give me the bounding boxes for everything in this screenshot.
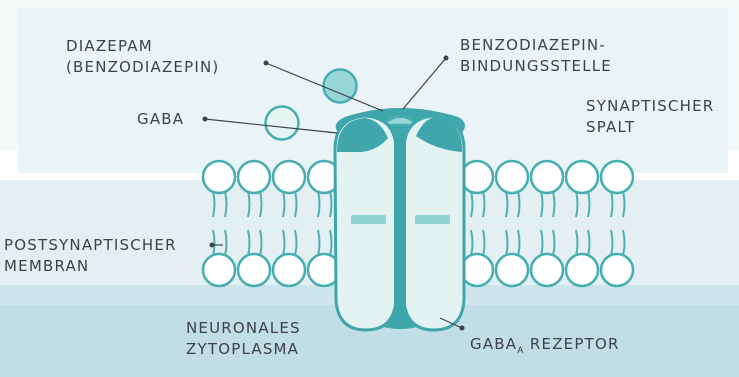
binding-site-label-line1: BENZODIAZEPIN- <box>460 36 606 54</box>
membrane-label-line1: POSTSYNAPTISCHER <box>4 236 177 254</box>
membrane-leader-dot <box>210 243 215 248</box>
lipid-head <box>566 254 598 286</box>
lipid-head <box>601 254 633 286</box>
synaptic-cleft-label-line1: SYNAPTISCHER <box>586 97 714 115</box>
lipid-head <box>273 161 305 193</box>
lipid-head <box>461 254 493 286</box>
lipid-head <box>203 161 235 193</box>
synaptic-cleft-label-line2: SPALT <box>586 118 635 136</box>
receptor-label: GABAA REZEPTOR <box>470 335 620 356</box>
lipid-head <box>566 161 598 193</box>
lipid-head <box>496 161 528 193</box>
receptor-left-mark <box>351 215 386 224</box>
diazepam-label-line1: DIAZEPAM <box>66 37 153 55</box>
cytoplasm-label-line2: ZYTOPLASMA <box>186 340 299 358</box>
lipid-head <box>203 254 235 286</box>
cytoplasm-label-line1: NEURONALES <box>186 319 301 337</box>
lipid-head <box>273 254 305 286</box>
lipid-head <box>238 254 270 286</box>
lipid-head <box>601 161 633 193</box>
gaba-leader-dot <box>203 117 208 122</box>
receptor-leader-dot <box>460 326 465 331</box>
diazepam-leader-dot <box>264 61 269 66</box>
diazepam-label-line2: (BENZODIAZEPIN) <box>66 58 219 76</box>
membrane-label-line2: MEMBRAN <box>4 257 89 275</box>
gaba-label: GABA <box>137 110 184 128</box>
binding-site-label-line2: BINDUNGSSTELLE <box>460 57 612 75</box>
lipid-head <box>531 161 563 193</box>
binding-site-leader-dot <box>444 56 449 61</box>
lipid-head <box>496 254 528 286</box>
lipid-head <box>461 161 493 193</box>
receptor-label-main: GABA <box>470 335 517 353</box>
gaba-a-receptor <box>335 109 464 330</box>
receptor-channel <box>394 129 406 329</box>
lipid-head <box>531 254 563 286</box>
lipid-head <box>238 161 270 193</box>
receptor-label-rest: REZEPTOR <box>524 335 620 353</box>
receptor-right-mark <box>415 215 450 224</box>
gaba-molecule <box>266 107 299 140</box>
